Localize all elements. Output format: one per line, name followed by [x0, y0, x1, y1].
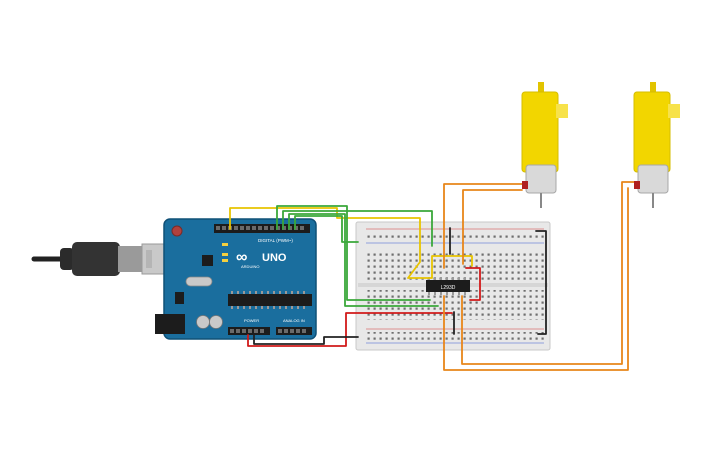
reset-button[interactable] — [171, 225, 183, 237]
power-jack[interactable] — [155, 314, 185, 334]
icsp-header — [175, 292, 184, 304]
atmega-chip — [228, 294, 312, 306]
wire-green-1[interactable] — [276, 205, 431, 301]
arduino-uno-board[interactable]: DIGITAL (PWM~) ∞ UNO ARDUINO — [155, 218, 317, 340]
capacitor-1 — [196, 315, 210, 329]
wire-yellow[interactable] — [229, 207, 473, 279]
led-rx-icon — [222, 259, 228, 262]
usb-cable[interactable] — [31, 242, 177, 276]
usb-chip — [202, 255, 213, 266]
wire-orange-motor1-a[interactable] — [443, 183, 523, 269]
board-brand-label: ARDUINO — [241, 264, 259, 269]
wire-black-rail[interactable] — [535, 230, 547, 335]
wire-orange-motor2[interactable] — [461, 181, 639, 365]
wire-green-2[interactable] — [282, 210, 433, 247]
digital-header-label: DIGITAL (PWM~) — [258, 238, 293, 243]
wire-orange-motor1-c[interactable] — [443, 187, 629, 371]
wire-green-3[interactable] — [288, 213, 439, 307]
wire-red-chip[interactable] — [465, 267, 481, 301]
led-tx-icon — [222, 253, 228, 256]
led-l-icon — [222, 243, 228, 246]
l293d-chip-label: L293D — [441, 285, 456, 291]
power-header-label: POWER — [244, 318, 259, 323]
analog-header-label: ANALOG IN — [283, 318, 305, 323]
l293d-driver-chip[interactable]: L293D — [426, 277, 470, 295]
crystal-oscillator — [185, 276, 213, 287]
dc-gear-motor-2[interactable] — [633, 82, 680, 208]
capacitor-2 — [209, 315, 223, 329]
arduino-infinity-logo: ∞ — [236, 249, 247, 266]
wire-orange-motor1-b[interactable] — [462, 189, 523, 265]
wire-black-gnd[interactable] — [253, 334, 359, 345]
wire-green-4[interactable] — [294, 215, 359, 243]
wire-red-power[interactable] — [247, 312, 453, 347]
board-model-label: UNO — [262, 252, 287, 264]
dc-gear-motor-1[interactable] — [521, 82, 568, 208]
